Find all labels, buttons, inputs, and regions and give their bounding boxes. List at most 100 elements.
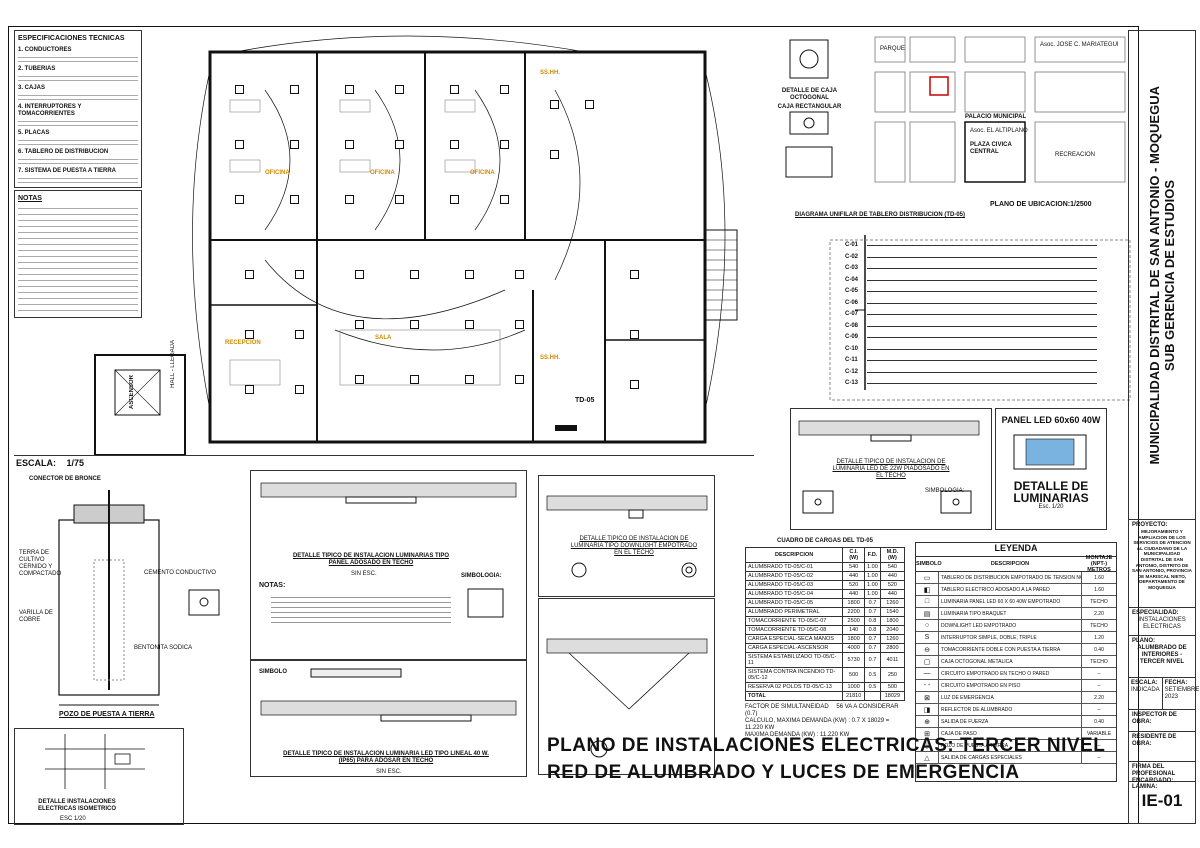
- load-table-cell: 0.7: [864, 643, 881, 653]
- circuit-line: [867, 256, 1097, 258]
- load-table-cell: TOMACORRIENTE TD-05/C-08: [744, 625, 844, 635]
- legend-symbol: —: [916, 668, 939, 679]
- load-table-title: CUADRO DE CARGAS DEL TD-05: [777, 538, 873, 544]
- legend-title: LEYENDA: [916, 543, 1116, 557]
- date-sub-cell: FECHA: SETIEMBRE 2023: [1163, 678, 1200, 709]
- legend-height: 1.60: [1081, 584, 1116, 595]
- legend-rows: ▭TABLERO DE DISTRIBUCION EMPOTRADO DE TE…: [916, 572, 1116, 764]
- load-table-cell: CARGA ESPECIAL-SECA MANOS: [744, 634, 844, 644]
- note-text-line: [18, 274, 138, 275]
- legend-height: TECHO: [1081, 656, 1116, 667]
- load-table-cell: 440: [842, 589, 866, 599]
- luminaire-symbol: [235, 140, 244, 149]
- luminaire-symbol: [465, 375, 474, 384]
- room-label-office-3: OFICINA: [470, 170, 495, 176]
- notes-heading: NOTAS: [18, 195, 42, 202]
- ground-label-cement: CEMENTO CONDUCTIVO: [144, 570, 216, 576]
- circuit-row: C-07: [845, 309, 1097, 321]
- downlight-title: DETALLE TIPICO DE INSTALACION DE LUMINAR…: [570, 536, 698, 556]
- panel-led-drawing: [1013, 434, 1087, 470]
- box-oct-title: DETALLE DE CAJA OCTOGONAL: [781, 88, 838, 101]
- legend-symbol: □: [916, 596, 939, 607]
- legend-height: 1.60: [1081, 572, 1116, 583]
- circuit-row: C-12: [845, 367, 1097, 379]
- luminaire-symbol: [450, 140, 459, 149]
- load-table-cell: 2200: [842, 607, 866, 617]
- map-label-park: PARQUE: [880, 46, 905, 52]
- luminaire-symbol: [395, 195, 404, 204]
- load-table-cell: 1800: [842, 598, 866, 608]
- isometric-detail: DETALLE INSTALACIONES ELECTRICAS ISOMETR…: [14, 728, 184, 825]
- circuit-line: [867, 360, 1097, 362]
- load-table-cell: 0.8: [864, 616, 881, 626]
- note-text-line: [18, 220, 138, 221]
- luminaire-symbol: [465, 320, 474, 329]
- spec-text-line: [18, 144, 138, 145]
- lum-detail-scale: Esc. 1/20: [1038, 504, 1064, 510]
- luminaire-symbol: [345, 85, 354, 94]
- notes-text-lines: [271, 593, 451, 627]
- load-table-cell: 1800: [879, 616, 906, 626]
- load-table-cell: ALUMBRADO TD-05/C-02: [744, 571, 844, 581]
- load-table-cell: 0.5: [864, 667, 881, 683]
- legend-height: TECHO: [1081, 620, 1116, 631]
- luminaire-symbol: [500, 195, 509, 204]
- signature-cell: FIRMA DEL PROFESIONAL ENCARGADO:: [1129, 762, 1195, 784]
- panel-surface-title: DETALLE TIPICO DE INSTALACION LUMINARIAS…: [292, 553, 450, 566]
- room-label-sshh-1: SS.HH.: [540, 70, 561, 76]
- box-detail: DETALLE DE CAJA OCTOGONAL CAJA RECTANGUL…: [772, 32, 847, 182]
- ground-label-connector: CONECTOR DE BRONCE: [29, 476, 101, 482]
- legend-description: TOMACORRIENTE DOBLE CON PUESTA A TIERRA: [941, 646, 1061, 653]
- legend-height: --: [1081, 704, 1116, 715]
- luminaire-symbol: [500, 140, 509, 149]
- location-map-drawing: [874, 36, 1126, 183]
- room-label-recepcion: RECEPCION: [225, 340, 261, 346]
- luminaire-symbol: [465, 270, 474, 279]
- legend-row: △SALIDA DE CARGAS ESPECIALES--: [916, 752, 1116, 764]
- circuit-row: C-05: [845, 286, 1097, 298]
- luminaire-symbol: [515, 320, 524, 329]
- load-table-header-cell: DESCRIPCION: [744, 547, 844, 563]
- legend-description: CIRCUITO EMPOTRADO EN TECHO O PARED: [941, 670, 1050, 677]
- luminaire-symbol: [345, 195, 354, 204]
- total-fd: [864, 691, 881, 701]
- spec-text-line: [18, 121, 138, 122]
- spec-section: 4. INTERRUPTORES Y TOMACORRIENTES: [18, 104, 82, 117]
- circuit-label: C-08: [845, 322, 859, 329]
- load-table-cell: ALUMBRADO PERIMETRAL: [744, 607, 844, 617]
- luminaire-symbol: [515, 375, 524, 384]
- lum-detail-line-1: DETALLE DE: [1013, 479, 1089, 493]
- spec-text-line: [18, 125, 138, 126]
- ground-well-detail: CONECTOR DE BRONCE TERRA DE CULTIVO CERN…: [14, 470, 239, 725]
- spec-text-line: [18, 80, 138, 81]
- luminaire-symbol: [235, 85, 244, 94]
- load-table-cell: 140: [842, 625, 866, 635]
- hall-label: HALL - LLEGADA: [170, 340, 176, 388]
- legend-symbol: ⊠: [916, 692, 939, 703]
- load-table-cell: 1.00: [864, 562, 881, 572]
- project-label: PROYECTO:: [1132, 522, 1168, 528]
- circuit-line: [867, 348, 1097, 350]
- luminaire-symbol: [630, 380, 639, 389]
- project-text: MEJORAMIENTO Y AMPLIACION DE LOS SERVICI…: [1132, 529, 1192, 590]
- load-table-cell: 1260: [879, 634, 906, 644]
- load-table-cell: 500: [879, 682, 906, 692]
- notes-label: NOTAS:: [259, 582, 286, 589]
- legend-symbol: ▤: [916, 608, 939, 619]
- legend-description: TABLERO ELECTRICO ADOSADO A LA PARED: [941, 586, 1050, 593]
- load-table-cell: 440: [879, 571, 906, 581]
- sheet-label: LAMINA:: [1132, 784, 1158, 790]
- legend-height: --: [1081, 680, 1116, 691]
- circuit-row: C-10: [845, 344, 1097, 356]
- circuit-row: C-02: [845, 252, 1097, 264]
- luminaire-symbol: [500, 85, 509, 94]
